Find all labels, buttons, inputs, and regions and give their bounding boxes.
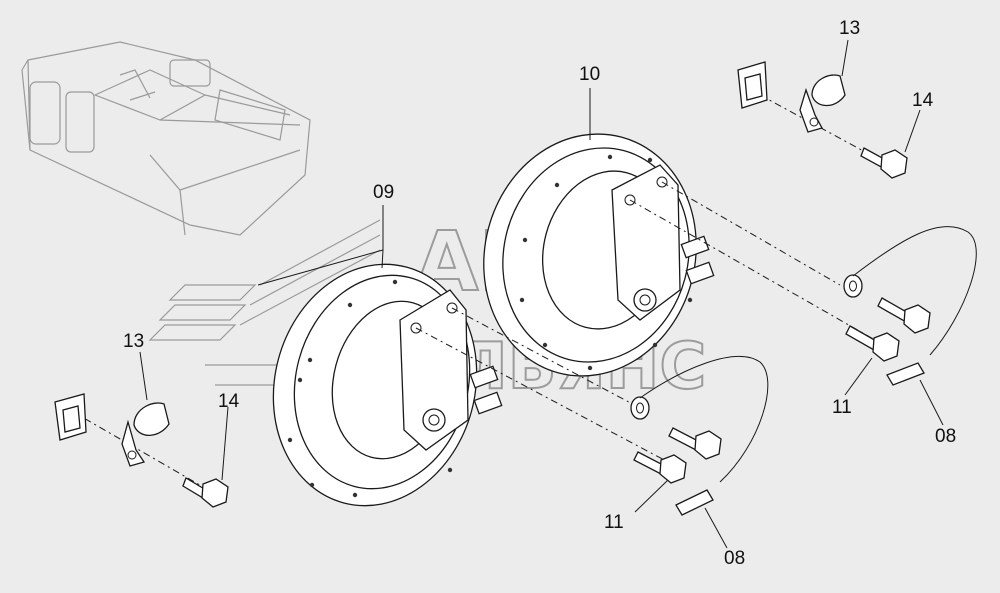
clamp-top-right [737, 61, 908, 179]
leader-lines [139, 39, 944, 549]
callout-13-top: 13 [839, 18, 860, 39]
callout-09: 09 [373, 182, 394, 203]
callout-14-top: 14 [912, 90, 934, 111]
hardware-left [630, 356, 769, 516]
callout-labels: 10 09 13 14 13 14 11 11 08 08 [123, 18, 956, 569]
callout-13-left: 13 [123, 331, 144, 352]
callout-10: 10 [579, 64, 600, 85]
callout-11-right: 11 [832, 397, 852, 418]
hardware-right [843, 226, 977, 386]
callout-08-right: 08 [935, 426, 956, 447]
machine-sketch [21, 41, 311, 236]
clamp-left [54, 393, 229, 508]
horn-right [483, 133, 715, 377]
callout-11-left: 11 [604, 512, 624, 533]
callout-14-left: 14 [218, 391, 240, 412]
callout-08-left: 08 [724, 548, 745, 569]
horn-left [272, 263, 503, 507]
